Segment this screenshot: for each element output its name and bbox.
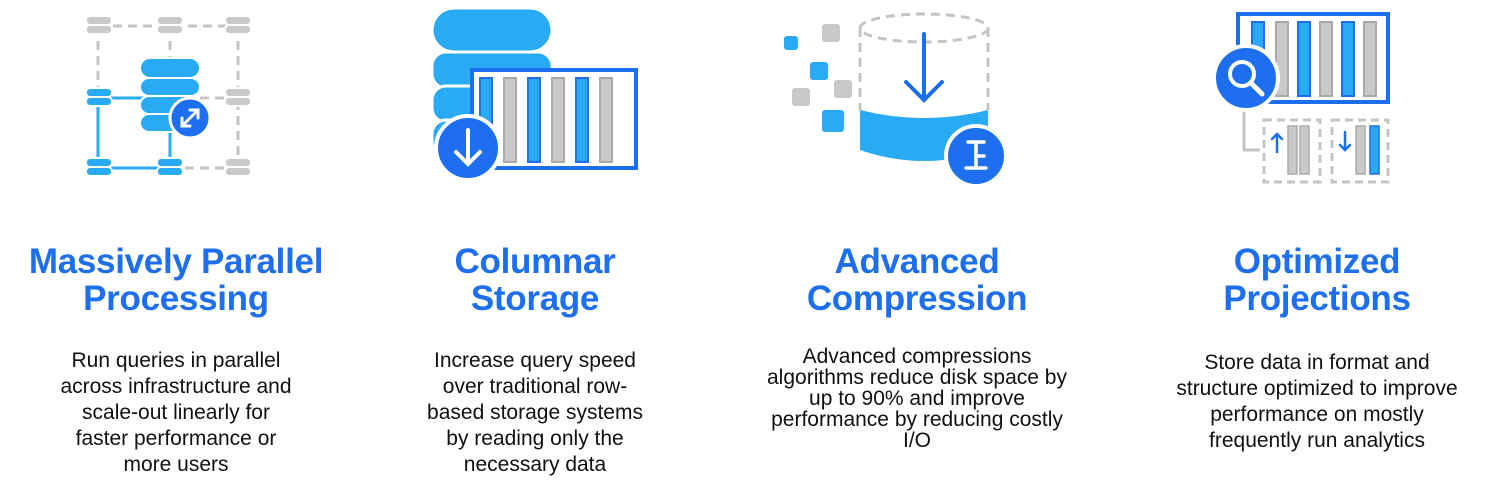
feature-title-line: Columnar [454, 242, 616, 281]
feature-description: Store data in format and structure optim… [1132, 350, 1502, 454]
feature-title: Optimized Projections [1132, 243, 1502, 317]
feature-advanced-compression: Advanced Compression Advanced compressio… [722, 0, 1112, 502]
feature-description-line: across infrastructure and [60, 375, 292, 398]
feature-description: Advanced compressions algorithms reduce … [722, 346, 1112, 451]
feature-description-line: structure optimized to improve [1176, 377, 1458, 400]
feature-title-line: Optimized [1233, 242, 1401, 281]
feature-description-line: over traditional row- [442, 375, 628, 398]
feature-columnar-storage: Columnar Storage Increase query speed ov… [380, 0, 690, 502]
feature-description-line: frequently run analytics [1209, 429, 1425, 452]
feature-description-line: Increase query speed [434, 349, 636, 372]
columnar-storage-icon [430, 6, 638, 182]
feature-description-line: Advanced compressions [802, 345, 1032, 368]
feature-description-line: performance by reducing costly [771, 408, 1063, 431]
feature-description-line: Store data in format and [1204, 351, 1430, 374]
compression-icon [784, 12, 1008, 188]
feature-description-line: algorithms reduce disk space by [767, 366, 1067, 389]
feature-description-line: by reading only the [446, 427, 624, 450]
feature-title-line: Advanced [834, 242, 1000, 281]
feature-title-line: Compression [806, 279, 1028, 318]
projections-icon [1212, 12, 1390, 184]
feature-description-line: up to 90% and improve [809, 387, 1025, 410]
feature-description-line: faster performance or [75, 427, 277, 450]
feature-description: Increase query speed over traditional ro… [380, 348, 690, 478]
feature-description-line: more users [123, 453, 229, 476]
feature-title-line: Processing [83, 279, 269, 318]
feature-title-line: Storage [470, 279, 600, 318]
feature-title-line: Massively Parallel [28, 242, 324, 281]
feature-title: Columnar Storage [380, 243, 690, 317]
feature-optimized-projections: Optimized Projections Store data in form… [1132, 0, 1502, 502]
feature-description-line: necessary data [463, 453, 607, 476]
feature-title: Massively Parallel Processing [0, 243, 352, 317]
feature-description: Run queries in parallel across infrastru… [0, 348, 352, 478]
feature-description-line: performance on mostly [1210, 403, 1424, 426]
feature-description-line: scale-out linearly for [82, 401, 270, 424]
feature-description-line: Run queries in parallel [71, 349, 281, 372]
feature-title-line: Projections [1223, 279, 1411, 318]
feature-description-line: based storage systems [427, 401, 643, 424]
feature-massively-parallel-processing: Massively Parallel Processing Run querie… [0, 0, 352, 502]
parallel-nodes-icon [85, 15, 252, 177]
feature-description-line: I/O [902, 429, 931, 452]
feature-title: Advanced Compression [722, 243, 1112, 317]
